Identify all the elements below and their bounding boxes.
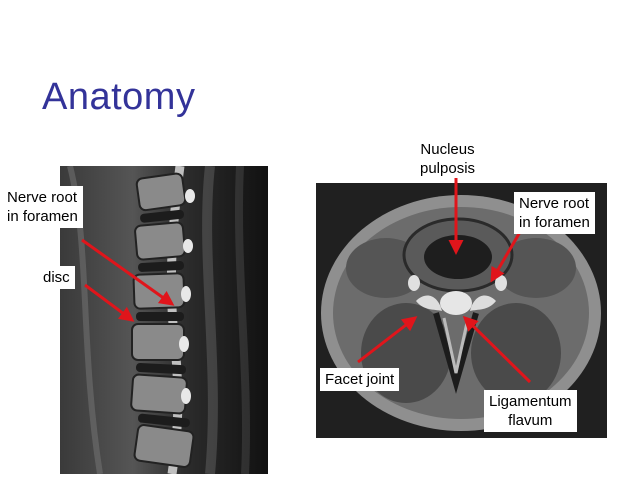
- label-nerve-root-right: Nerve root in foramen: [514, 192, 595, 234]
- slide-title: Anatomy: [42, 76, 196, 118]
- label-nerve-root-left: Nerve root in foramen: [2, 186, 83, 228]
- label-line: pulposis: [420, 160, 476, 177]
- label-nucleus-pulposis: Nucleus pulposis: [420, 140, 475, 178]
- label-disc: disc: [38, 266, 75, 289]
- label-ligamentum-flavum: Ligamentum flavum: [484, 390, 577, 432]
- label-line: disc: [43, 269, 70, 286]
- label-line: Ligamentum: [489, 393, 572, 410]
- label-facet-joint: Facet joint: [320, 368, 400, 391]
- label-line: Nucleus: [420, 141, 475, 158]
- label-line: in foramen: [7, 208, 78, 225]
- label-line: Nerve root: [519, 195, 590, 212]
- label-line: flavum: [508, 412, 553, 429]
- sagittal-mri-image: [60, 166, 268, 474]
- label-line: Nerve root: [7, 189, 78, 206]
- label-line: in foramen: [519, 214, 590, 231]
- label-line: Facet joint: [325, 371, 395, 388]
